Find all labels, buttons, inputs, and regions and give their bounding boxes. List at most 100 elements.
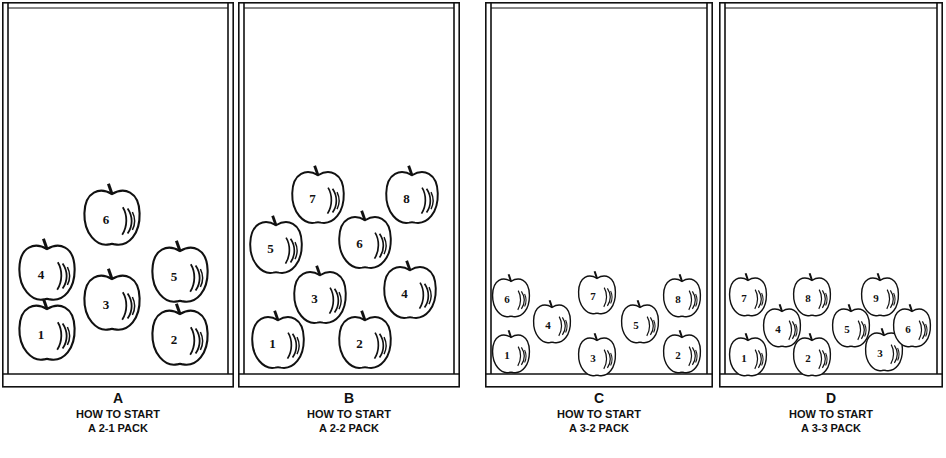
apple-number: 5: [267, 241, 274, 257]
figure-caption: HOW TO START A 2-2 PACK: [303, 407, 395, 435]
apple: 7: [290, 164, 346, 226]
packing-box: 1 2 3 4 5 6 7 8BHOW TO START A 2-2 PACK: [238, 2, 460, 456]
apple-number: 8: [403, 191, 410, 207]
apple-drawing: [292, 264, 348, 326]
apple-drawing: [577, 270, 617, 316]
apple: 6: [82, 182, 142, 248]
caption-group: CHOW TO START A 3-2 PACK: [485, 390, 713, 435]
apple-number: 4: [401, 286, 408, 302]
apple: 8: [662, 273, 702, 319]
apple: 1: [17, 297, 77, 363]
apple-drawing: [762, 303, 802, 349]
apple-drawing: [662, 273, 702, 319]
figure-caption: HOW TO START A 2-1 PACK: [72, 407, 164, 435]
apple: 1: [250, 309, 306, 371]
apple-drawing: [577, 332, 617, 378]
apple-drawing: [491, 273, 531, 319]
apple: 5: [248, 214, 304, 276]
apple-number: 1: [38, 327, 45, 343]
apple-drawing: [82, 267, 142, 333]
apple-drawing: [248, 214, 304, 276]
apple-number: 4: [775, 323, 781, 335]
apple: 6: [892, 303, 932, 349]
apple-number: 6: [356, 236, 363, 252]
apple: 4: [17, 237, 77, 303]
apple-drawing: [792, 272, 832, 318]
apple-number: 3: [877, 347, 883, 359]
apple-number: 5: [171, 269, 178, 285]
apple-number: 7: [590, 290, 596, 302]
apple-number: 5: [844, 323, 850, 335]
apple: 1: [728, 332, 768, 378]
apple-number: 8: [675, 293, 681, 305]
apple-drawing: [17, 237, 77, 303]
apple: 8: [384, 164, 440, 226]
apple: 5: [150, 239, 210, 305]
apple-drawing: [17, 297, 77, 363]
caption-group: AHOW TO START A 2-1 PACK: [2, 390, 234, 435]
apple: 7: [577, 270, 617, 316]
apple-drawing: [491, 329, 531, 375]
apple-number: 2: [805, 352, 811, 364]
figure-caption: HOW TO START A 3-2 PACK: [553, 407, 645, 435]
apple-drawing: [384, 164, 440, 226]
apple: 1: [491, 329, 531, 375]
apple-number: 6: [504, 293, 510, 305]
apple-drawing: [728, 272, 768, 318]
caption-group: BHOW TO START A 2-2 PACK: [238, 390, 460, 435]
apple: 3: [577, 332, 617, 378]
apple-drawing: [831, 303, 871, 349]
figure-letter: A: [2, 390, 234, 406]
apple-drawing: [150, 302, 210, 368]
apple-number: 6: [905, 323, 911, 335]
apple-number: 3: [311, 291, 318, 307]
apple-number: 6: [103, 212, 110, 228]
apple-number: 2: [171, 332, 178, 348]
apple: 5: [620, 299, 660, 345]
apple-drawing: [662, 329, 702, 375]
apple: 9: [860, 272, 900, 318]
apple-drawing: [82, 182, 142, 248]
apple-number: 3: [103, 297, 110, 313]
apple-drawing: [382, 259, 438, 321]
apple-number: 3: [590, 352, 596, 364]
apple: 5: [831, 303, 871, 349]
apple-number: 4: [38, 267, 45, 283]
apple: 6: [491, 273, 531, 319]
packing-box: 1 2 3 4 5 6 7 8CHOW TO START A 3-2 PACK: [485, 2, 713, 456]
caption-group: DHOW TO START A 3-3 PACK: [719, 390, 943, 435]
apple-number: 4: [545, 319, 551, 331]
apple: 4: [532, 299, 572, 345]
apple: 2: [662, 329, 702, 375]
apple-number: 9: [873, 292, 879, 304]
apple: 2: [337, 309, 393, 371]
figure-caption: HOW TO START A 3-3 PACK: [785, 407, 877, 435]
apple-drawing: [290, 164, 346, 226]
apple-number: 8: [805, 292, 811, 304]
figure-letter: B: [238, 390, 460, 406]
apple: 3: [292, 264, 348, 326]
apple: 6: [337, 209, 393, 271]
apple-drawing: [620, 299, 660, 345]
figure-letter: D: [719, 390, 943, 406]
apple-number: 2: [675, 349, 681, 361]
packing-box: 1 2 3 4 5 6AHOW TO START A 2-1 PACK: [2, 2, 234, 456]
apple-drawing: [860, 272, 900, 318]
apple-drawing: [892, 303, 932, 349]
apple-number: 1: [504, 349, 510, 361]
apple: 2: [150, 302, 210, 368]
apple: 7: [728, 272, 768, 318]
packing-box: 1 2 3 4 5 6 7 8 9DHOW TO START A 3-3 PACK: [719, 2, 943, 456]
apple-drawing: [337, 209, 393, 271]
apple-drawing: [337, 309, 393, 371]
apple-drawing: [250, 309, 306, 371]
apple-drawing: [728, 332, 768, 378]
apple: 4: [382, 259, 438, 321]
apple-number: 7: [309, 191, 316, 207]
apple-number: 1: [269, 336, 276, 352]
apple-number: 1: [741, 352, 747, 364]
apple-drawing: [532, 299, 572, 345]
apple-number: 2: [356, 336, 363, 352]
